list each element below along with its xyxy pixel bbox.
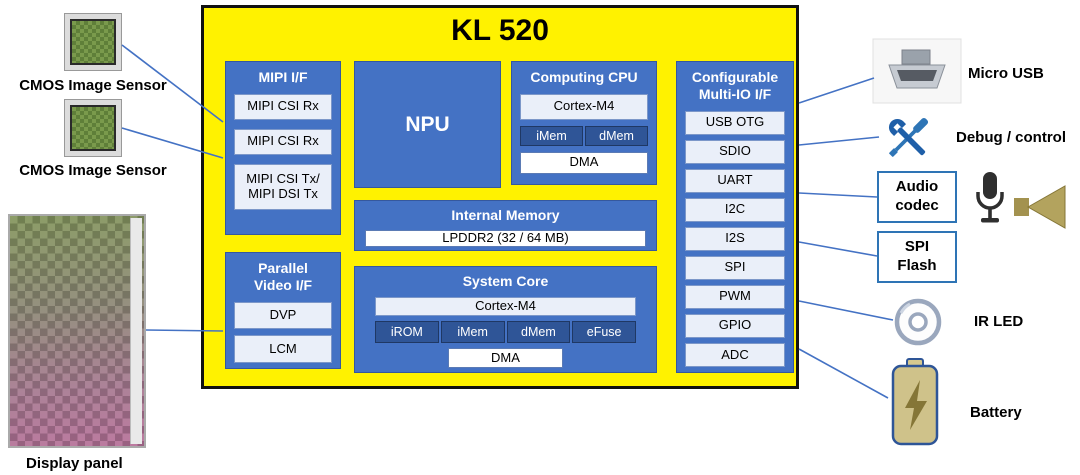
sys-imem-cell: iMem — [440, 321, 505, 344]
cmos-sensor-1-die — [70, 19, 116, 65]
sys-dmem-cell: dMem — [506, 321, 571, 344]
cpu-dmem-cell: dMem — [585, 125, 648, 146]
sdio-cell: SDIO — [685, 139, 785, 164]
microphone-icon — [972, 170, 1008, 228]
internal-memory-block: Internal Memory LPDDR2 (32 / 64 MB) — [354, 200, 657, 251]
gpio-cell: GPIO — [685, 313, 785, 338]
sys-dma-cell: DMA — [448, 348, 563, 368]
cmos-sensor-1-label: CMOS Image Sensor — [19, 77, 167, 94]
lpddr2-cell: LPDDR2 (32 / 64 MB) — [365, 229, 646, 247]
multi-io-if-block: Configurable Multi-IO I/F USB OTG SDIO U… — [676, 61, 794, 373]
sys-mem-row: iROM iMem dMem eFuse — [375, 321, 636, 344]
i2s-cell: I2S — [685, 226, 785, 251]
mipi-csi-dsi-tx-cell: MIPI CSI Tx/ MIPI DSI Tx — [234, 163, 332, 210]
computing-cpu-title: Computing CPU — [530, 69, 638, 85]
spi-cell: SPI — [685, 255, 785, 280]
mipi-if-title: MIPI I/F — [258, 69, 308, 85]
pwm-cell: PWM — [685, 284, 785, 309]
system-core-block: System Core Cortex-M4 iROM iMem dMem eFu… — [354, 266, 657, 373]
cpu-cortex-m4-cell: Cortex-M4 — [520, 93, 648, 120]
sys-irom-cell: iROM — [375, 321, 439, 344]
parallel-video-if-title: Parallel Video I/F — [253, 260, 313, 293]
cmos-sensor-2-label: CMOS Image Sensor — [19, 162, 167, 179]
kl520-chip-block: KL 520 MIPI I/F MIPI CSI Rx MIPI CSI Rx … — [201, 5, 799, 389]
display-panel-image — [8, 214, 146, 448]
cmos-sensor-1-image — [64, 13, 122, 71]
sys-efuse-cell: eFuse — [572, 321, 636, 344]
dvp-cell: DVP — [234, 301, 332, 330]
cpu-mem-row: iMem dMem — [520, 125, 648, 146]
internal-memory-title: Internal Memory — [451, 207, 560, 223]
adc-cell: ADC — [685, 342, 785, 368]
npu-block: NPU — [354, 61, 501, 188]
uart-cell: UART — [685, 168, 785, 193]
display-panel-edge-strip — [130, 218, 142, 444]
debug-tools-icon — [878, 108, 938, 168]
spi-flash-box: SPI Flash — [877, 231, 957, 283]
ir-led-icon — [892, 296, 944, 348]
micro-usb-label: Micro USB — [968, 65, 1044, 82]
multi-io-cells: USB OTG SDIO UART I2C I2S SPI PWM GPIO A… — [685, 110, 785, 368]
system-core-title: System Core — [462, 273, 549, 289]
parallel-video-if-block: Parallel Video I/F DVP LCM — [225, 252, 341, 369]
chip-title: KL 520 — [451, 14, 549, 47]
cmos-sensor-2-image — [64, 99, 122, 157]
parallel-video-cells: DVP LCM — [234, 301, 332, 363]
mipi-if-cells: MIPI CSI Rx MIPI CSI Rx MIPI CSI Tx/ MIP… — [234, 93, 332, 229]
i2c-cell: I2C — [685, 197, 785, 222]
debug-control-label: Debug / control — [956, 129, 1066, 146]
mipi-if-block: MIPI I/F MIPI CSI Rx MIPI CSI Rx MIPI CS… — [225, 61, 341, 235]
multi-io-if-title: Configurable Multi-IO I/F — [691, 69, 779, 102]
cmos-sensor-2-die — [70, 105, 116, 151]
display-panel-label: Display panel — [26, 455, 123, 472]
mipi-csi-rx-1-cell: MIPI CSI Rx — [234, 93, 332, 120]
battery-label: Battery — [970, 404, 1022, 421]
micro-usb-icon — [872, 36, 962, 106]
sys-cortex-m4-cell: Cortex-M4 — [375, 296, 636, 317]
cpu-imem-cell: iMem — [520, 125, 583, 146]
audio-codec-box: Audio codec — [877, 171, 957, 223]
ir-led-label: IR LED — [974, 313, 1024, 330]
cpu-dma-cell: DMA — [520, 151, 648, 174]
mipi-csi-rx-2-cell: MIPI CSI Rx — [234, 128, 332, 155]
battery-icon — [884, 356, 946, 448]
computing-cpu-block: Computing CPU Cortex-M4 iMem dMem DMA — [511, 61, 657, 185]
npu-label: NPU — [405, 112, 450, 136]
usb-otg-cell: USB OTG — [685, 110, 785, 135]
lcm-cell: LCM — [234, 335, 332, 363]
speaker-icon — [1012, 182, 1070, 232]
